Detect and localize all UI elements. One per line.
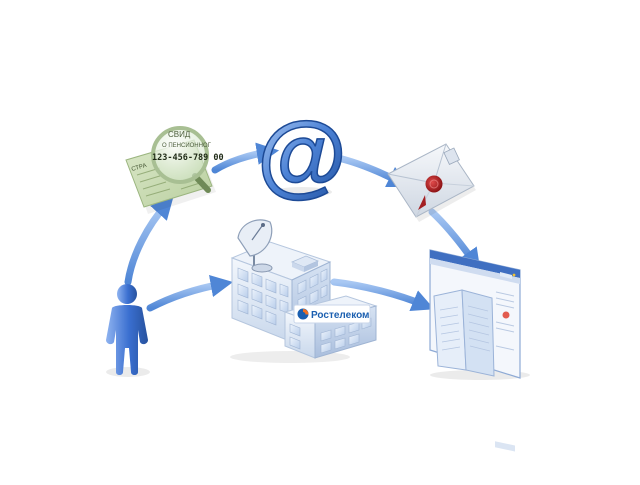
card-number: 123-456-789 00 [152,153,224,163]
arrow-building-to-portal [330,278,435,312]
at-sign-icon: @ [256,103,347,207]
card-header-sub: О ПЕНСИОННОГ [162,143,212,149]
arrow-envelope-to-portal [428,208,481,272]
flow-arrows [124,142,481,312]
card-left-label: СТРА [131,163,147,173]
office-building-icon [230,241,378,363]
web-portal-window-icon [429,249,530,452]
company-sign: Ростелеком [293,304,371,324]
company-name: Ростелеком [311,310,369,321]
arrow-card-to-email [211,142,280,174]
sealed-envelope-icon [387,143,476,222]
card-header-top: СВИД [168,130,191,139]
building-windows [237,267,328,326]
person-icon [106,284,150,377]
satellite-dish-icon [237,219,273,273]
email-symbol: @ [257,104,347,206]
magnifier-icon: СВИД О ПЕНСИОННОГ 123-456-789 00 [151,126,224,193]
arrow-person-to-card [124,196,174,286]
arrow-person-to-building [146,274,234,312]
